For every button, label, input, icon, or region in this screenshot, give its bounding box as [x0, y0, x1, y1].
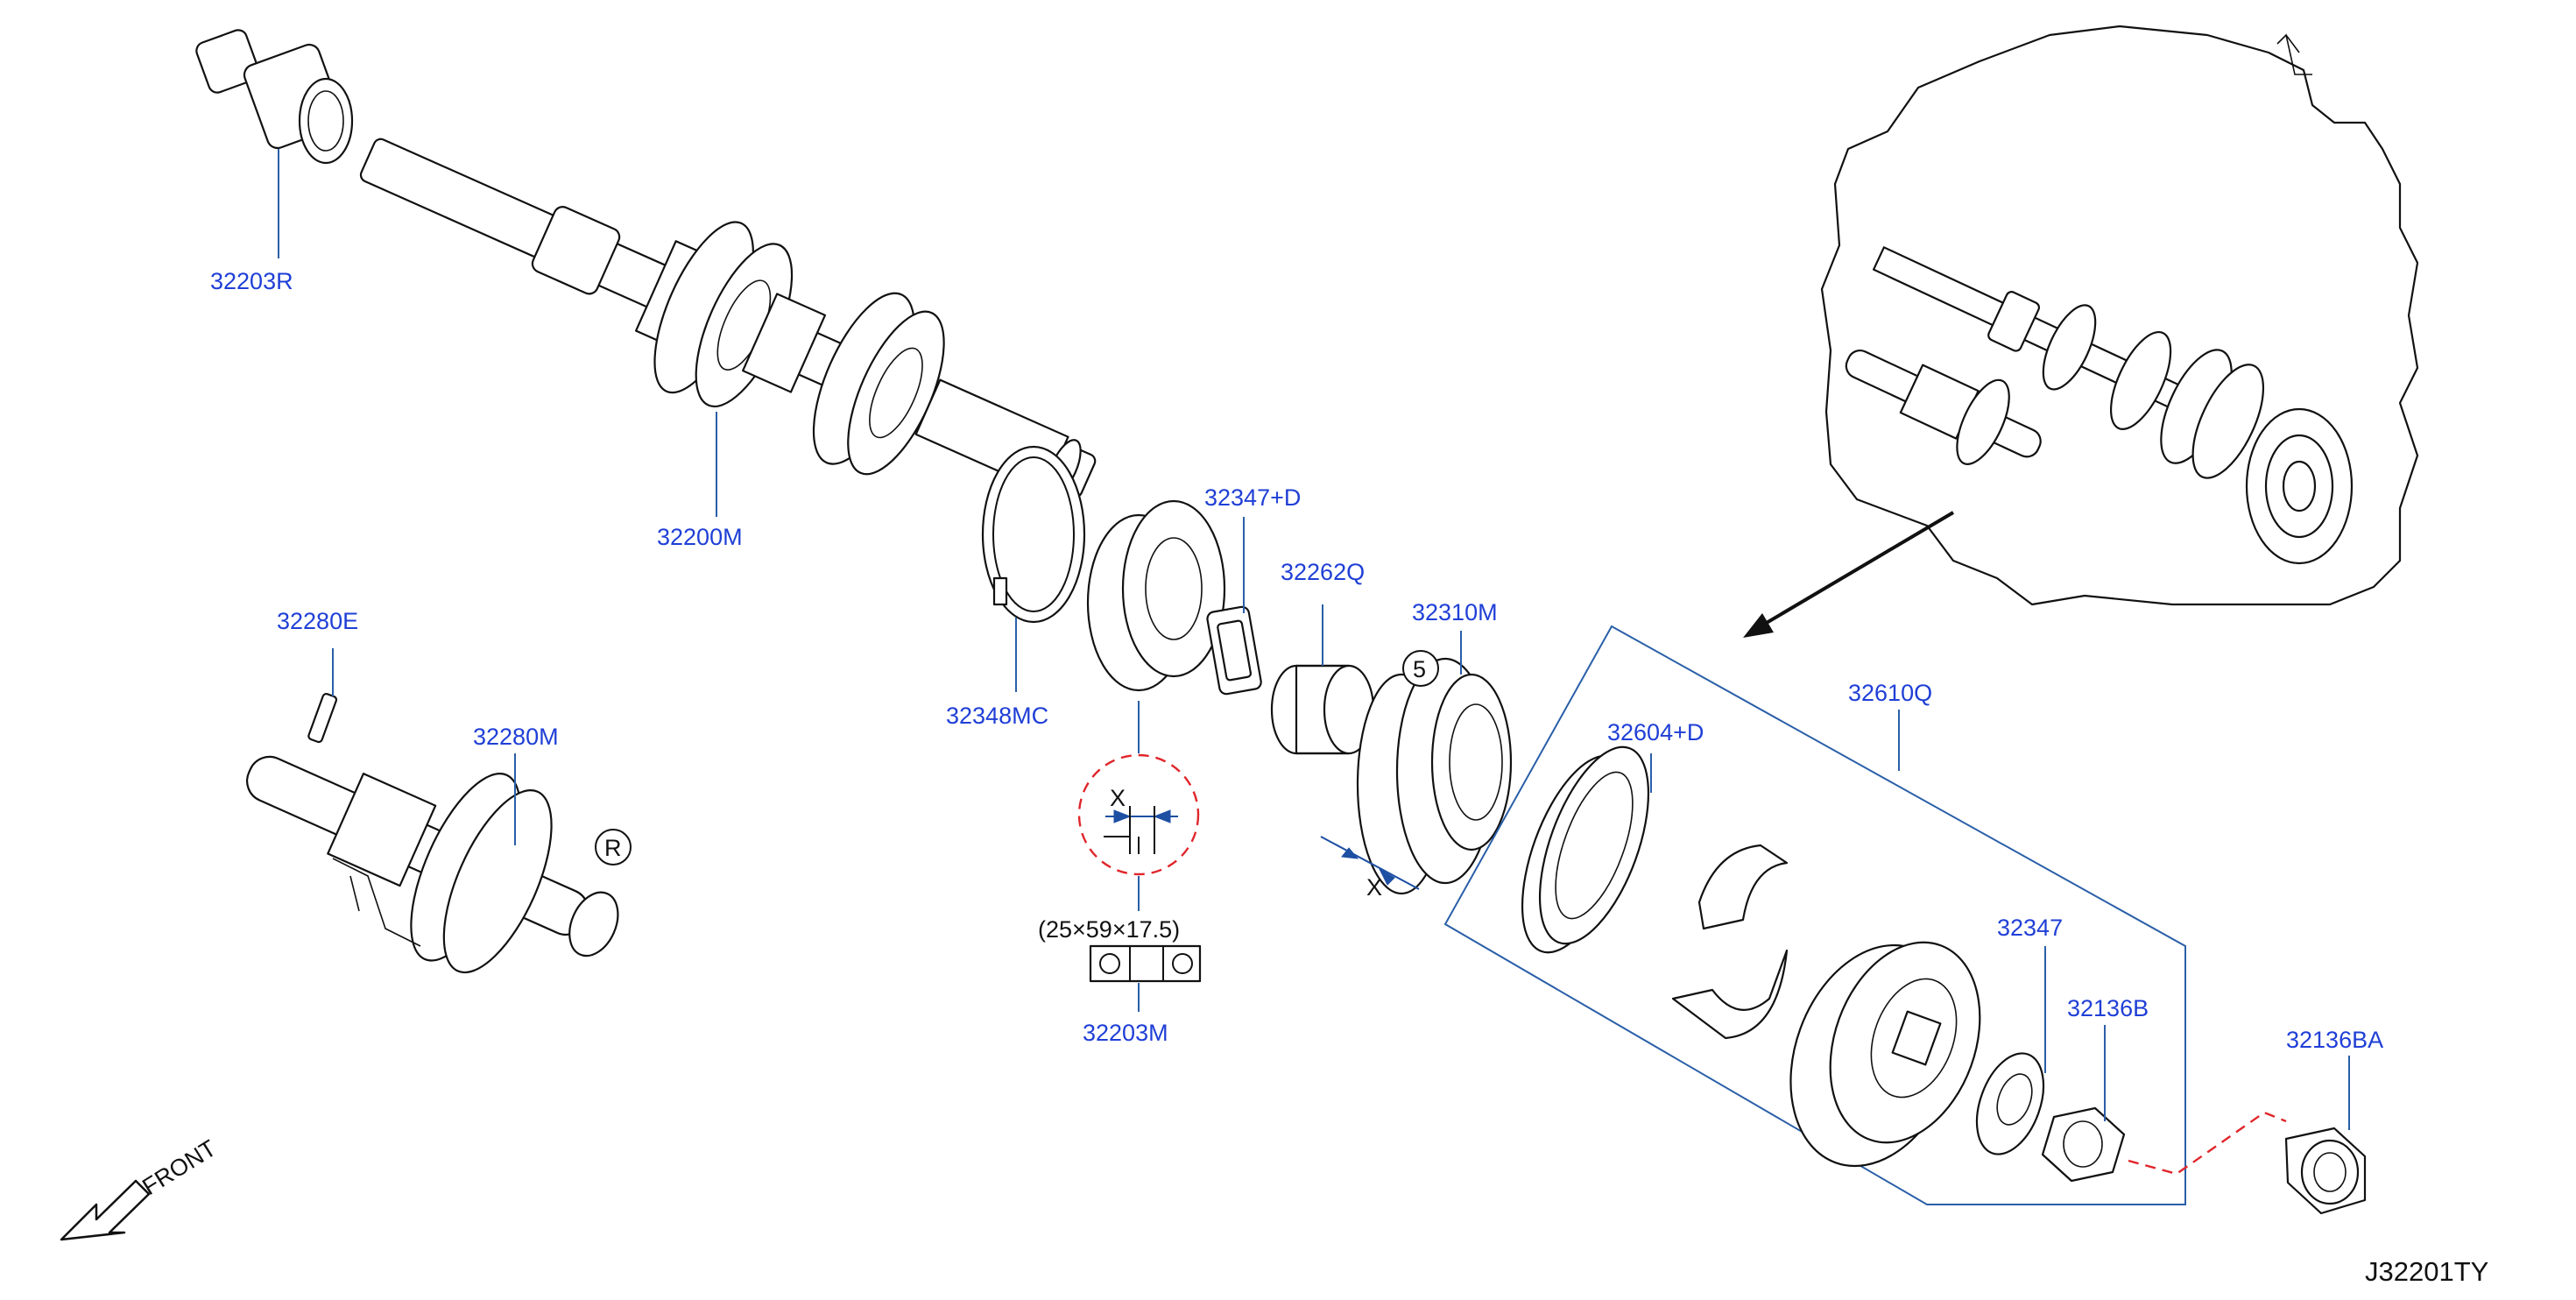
callout-r: R [604, 835, 622, 861]
label-32262q: 32262Q [1281, 559, 1365, 585]
synchro-hub [1789, 941, 1981, 1168]
label-32136b: 32136B [2067, 995, 2149, 1021]
nut-32136ba [2284, 1127, 2367, 1215]
label-32347: 32347 [1997, 915, 2063, 941]
callout-circle-r [595, 829, 632, 865]
label-32604d: 32604+D [1607, 719, 1704, 745]
label-32310m: 32310M [1412, 599, 1498, 625]
leader-lines [278, 149, 2350, 1130]
diagram-code: J32201TY [2365, 1256, 2488, 1287]
connector-dashed-line [2128, 1111, 2287, 1176]
front-label: FRONT [138, 1134, 221, 1200]
label-32348mc: 32348MC [946, 703, 1048, 729]
bearing-32203r [195, 29, 354, 165]
label-32200m: 32200M [657, 524, 743, 550]
bearing-cross-section [1089, 944, 1202, 983]
mainshaft-32200m [359, 138, 1097, 498]
kit-outline [1443, 625, 2186, 1205]
gear-32310m [1356, 657, 1513, 895]
label-32347d: 32347+D [1204, 484, 1301, 511]
callout-5: 5 [1413, 656, 1426, 682]
transmission-overview [1743, 25, 2419, 638]
label-32280m: 32280M [473, 724, 559, 750]
dimension-x-gear: X [1366, 874, 1382, 901]
bearing-spec: (25×59×17.5) [1038, 916, 1180, 943]
front-arrow-icon [60, 1179, 151, 1241]
label-32203m: 32203M [1083, 1020, 1168, 1046]
nut-32136b [2041, 1106, 2126, 1183]
label-32136ba: 32136BA [2286, 1027, 2383, 1053]
label-32280e: 32280E [277, 608, 358, 634]
ring-32604d [1521, 745, 1650, 954]
bushing-32262q [1270, 664, 1375, 755]
gear-dimension [1320, 836, 1420, 890]
snap-ring-32348mc [981, 445, 1086, 624]
washer-32347 [1975, 1052, 2045, 1155]
dimension-x-bearing: X [1110, 785, 1126, 811]
synchro-segments [1671, 844, 1789, 1040]
bearing-32203m [1086, 499, 1226, 692]
pin-32280e [307, 692, 338, 744]
washer-32347d [1206, 605, 1262, 696]
label-32610q: 32610Q [1848, 680, 1932, 706]
bearing-detail [1077, 753, 1200, 876]
reverse-idler-32280m [246, 755, 619, 974]
label-32203r: 32203R [210, 268, 293, 294]
callout-circle-5 [1402, 650, 1439, 687]
arrow-icon [1743, 613, 1774, 638]
